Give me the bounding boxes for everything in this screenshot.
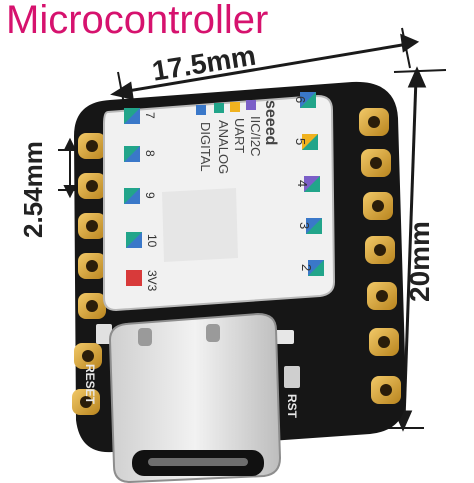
right-pin-badges — [300, 92, 324, 276]
shield-blank-area — [162, 188, 238, 262]
pin-label-10: 10 — [145, 234, 159, 248]
page-title: Microcontroller — [6, 0, 269, 42]
legend-digital: DIGITAL — [198, 122, 213, 172]
pin-label-8: 8 — [143, 150, 157, 157]
reset-label: RESET — [83, 364, 97, 405]
width-dimension-arrow — [110, 27, 420, 105]
pin-label-6: 6 — [293, 96, 308, 103]
left-pin-badges — [124, 108, 142, 286]
legend-swatches — [196, 100, 256, 115]
pitch-label: 2.54mm — [18, 141, 48, 238]
rst-label: RST — [285, 394, 299, 419]
brand-logo-text: seeed — [262, 100, 279, 145]
pin-label-4: 4 — [295, 180, 310, 187]
usb-c-connector — [108, 312, 282, 483]
legend-uart: UART — [232, 118, 247, 153]
legend-analog: ANALOG — [216, 120, 231, 174]
pin-label-7: 7 — [143, 112, 157, 119]
pin-label-5: 5 — [293, 138, 308, 145]
pin-label-9: 9 — [143, 192, 157, 199]
height-label: 20mm — [404, 221, 435, 302]
left-pin-pads — [72, 133, 106, 415]
legend-i2c: IIC/I2C — [248, 116, 263, 156]
pin-label-3: 3 — [297, 222, 312, 229]
pin-label-3v3: 3V3 — [145, 270, 159, 292]
pin-label-2: 2 — [299, 264, 314, 271]
right-pin-pads — [359, 108, 401, 404]
